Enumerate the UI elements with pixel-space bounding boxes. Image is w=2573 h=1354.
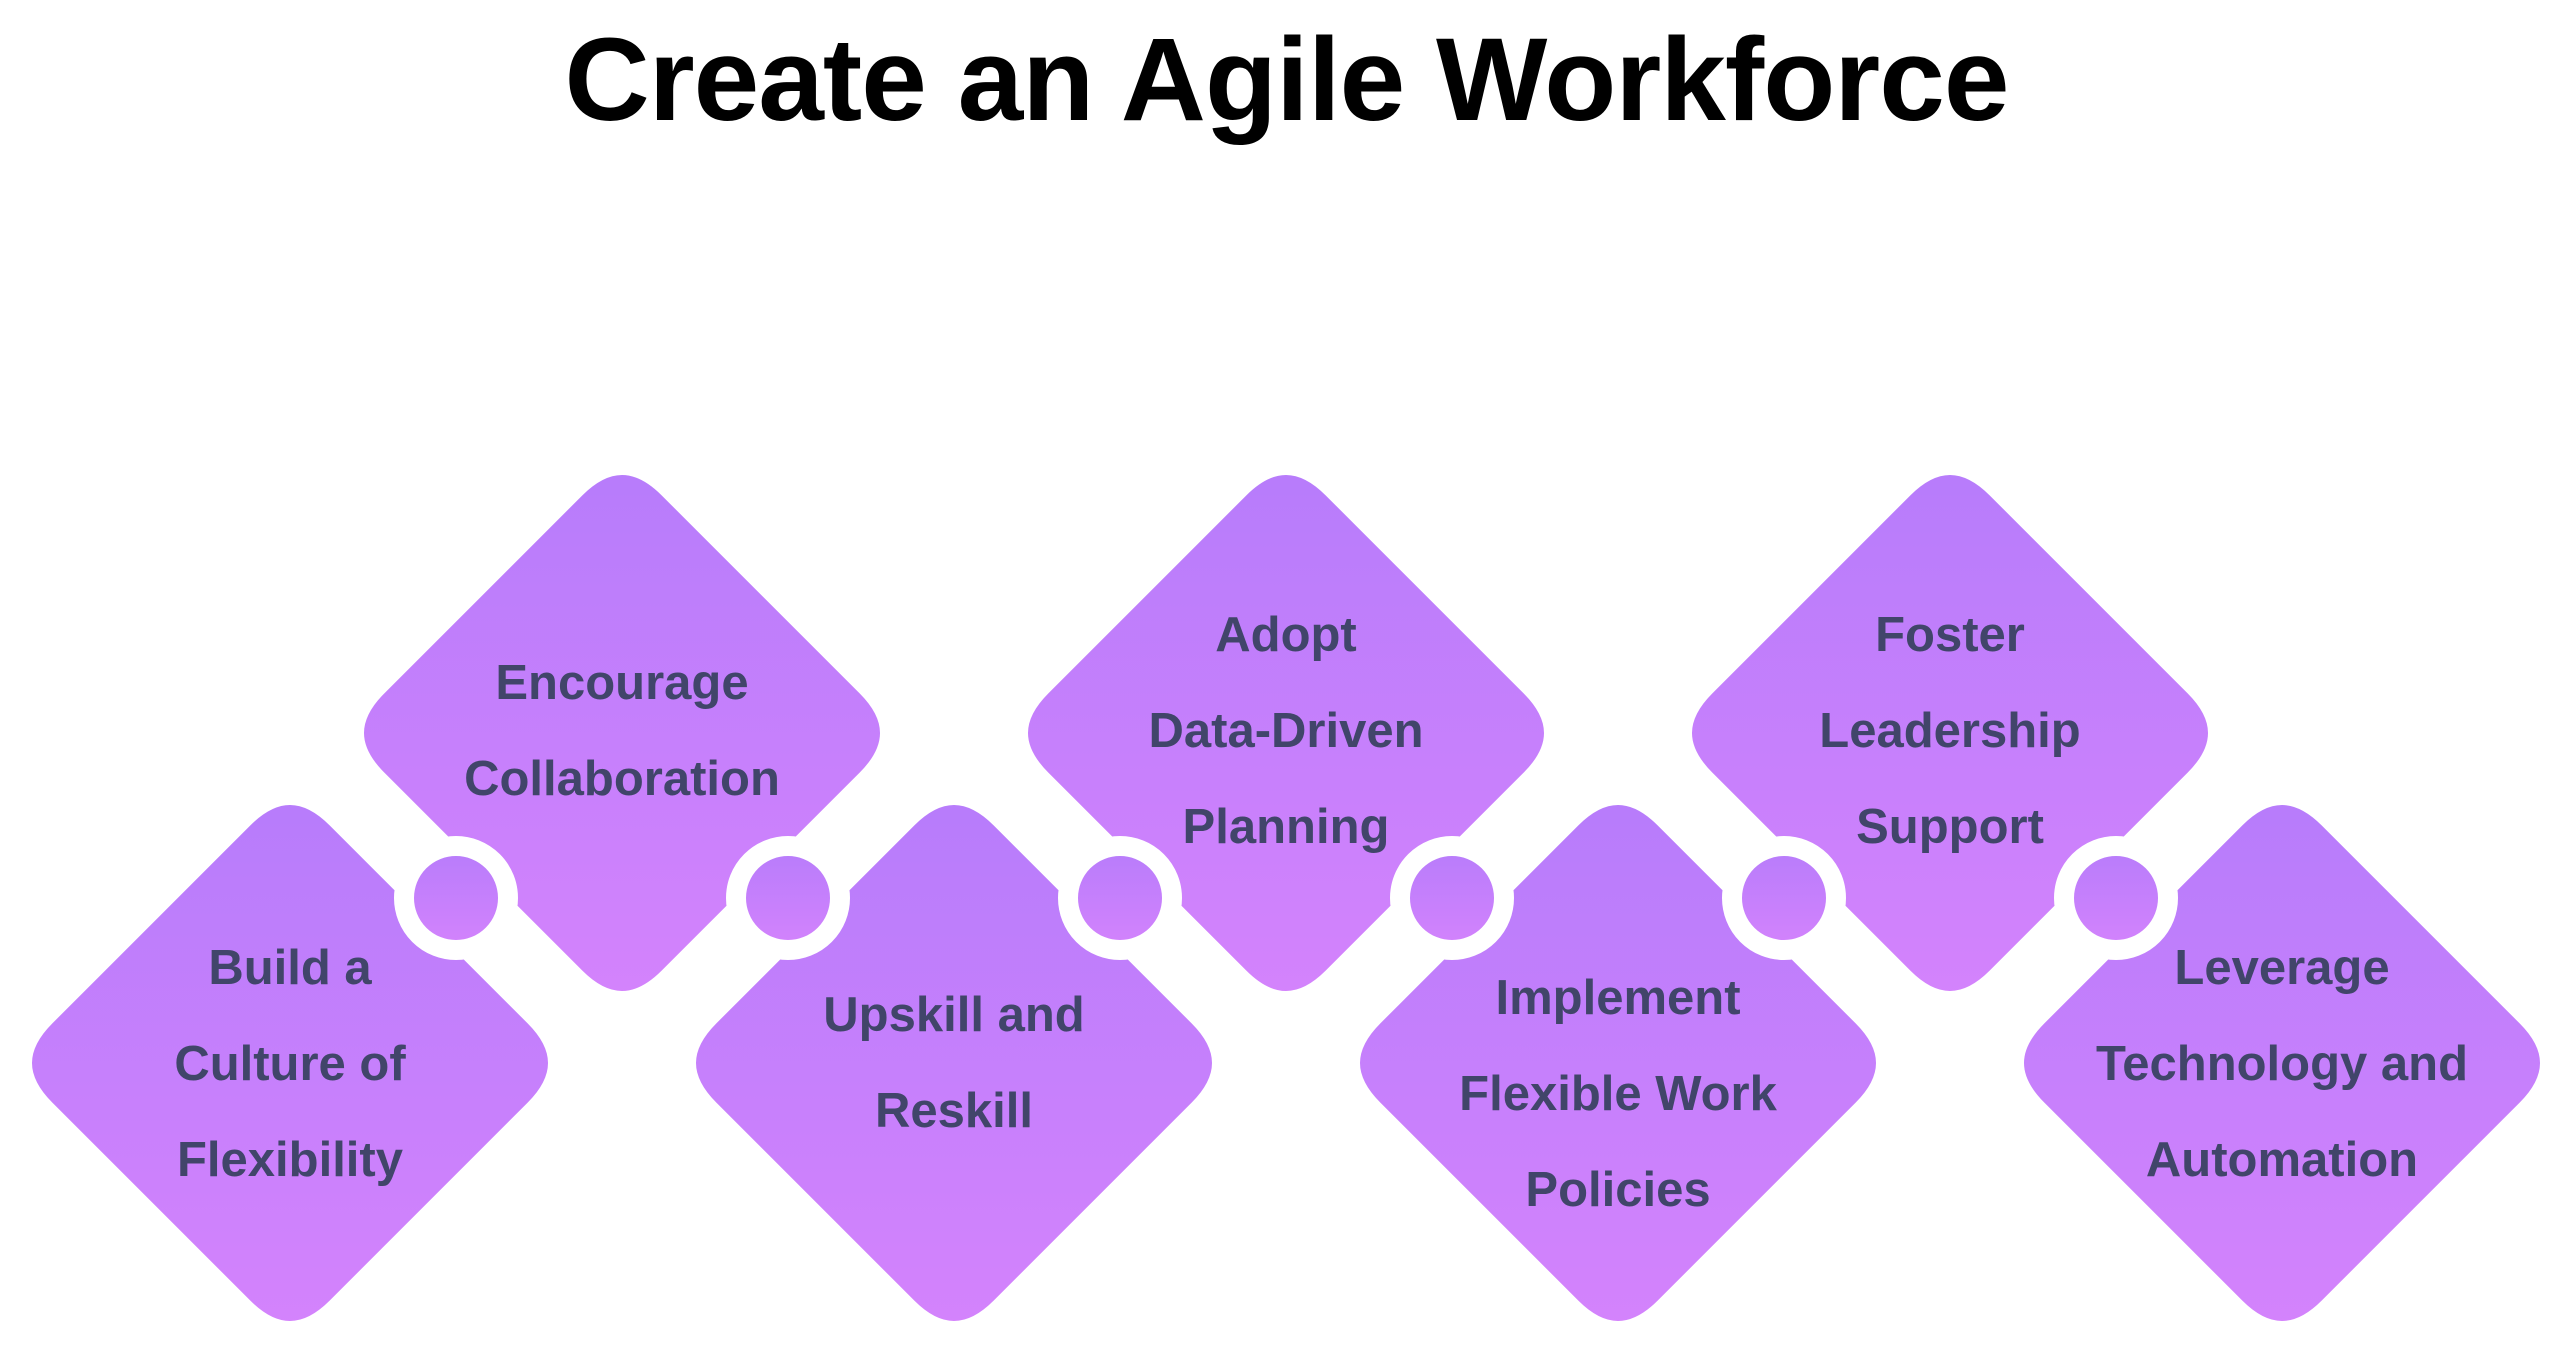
connector-ring-6 — [2054, 836, 2178, 960]
step-label-2: Encourage Collaboration — [412, 635, 832, 827]
step-label-1-line-1: Build a — [208, 941, 372, 995]
page-title: Create an Agile Workforce — [564, 14, 2010, 146]
connector-ring-5 — [1722, 836, 1846, 960]
step-label-1-line-3: Flexibility — [176, 1133, 403, 1187]
step-label-5: Implement Flexible Work Policies — [1408, 950, 1828, 1238]
step-label-2-line-1: Encourage — [495, 656, 749, 710]
step-label-7-line-2: Technology and — [2095, 1037, 2469, 1091]
step-label-5-line-3: Policies — [1525, 1163, 1711, 1217]
step-label-4-line-3: Planning — [1182, 800, 1390, 854]
step-label-4: Adopt Data-Driven Planning — [1076, 587, 1496, 875]
step-label-3-line-2: Reskill — [875, 1084, 1033, 1138]
step-label-6-line-1: Foster — [1875, 608, 2025, 662]
step-label-5-line-1: Implement — [1495, 971, 1741, 1025]
step-label-1: Build a Culture of Flexibility — [80, 920, 500, 1208]
step-label-4-line-1: Adopt — [1215, 608, 1357, 662]
step-label-7-line-3: Automation — [2145, 1133, 2419, 1187]
step-label-5-line-2: Flexible Work — [1459, 1067, 1777, 1121]
step-label-3-line-1: Upskill and — [823, 988, 1085, 1042]
connector-ring-2 — [726, 836, 850, 960]
step-label-6-line-2: Leadership — [1819, 704, 2081, 758]
connector-ring-4 — [1390, 836, 1514, 960]
step-label-7-line-1: Leverage — [2174, 941, 2390, 995]
step-label-2-line-2: Collaboration — [464, 752, 780, 806]
step-label-7: Leverage Technology and Automation — [2072, 920, 2492, 1208]
connector-ring-3 — [1058, 836, 1182, 960]
step-label-6-line-3: Support — [1856, 800, 2044, 854]
step-label-4-line-2: Data-Driven — [1148, 704, 1424, 758]
connector-layer — [394, 836, 2178, 960]
step-label-3: Upskill and Reskill — [744, 967, 1164, 1159]
connector-ring-1 — [394, 836, 518, 960]
step-label-1-line-2: Culture of — [174, 1037, 406, 1091]
step-label-6: Foster Leadership Support — [1740, 587, 2160, 875]
